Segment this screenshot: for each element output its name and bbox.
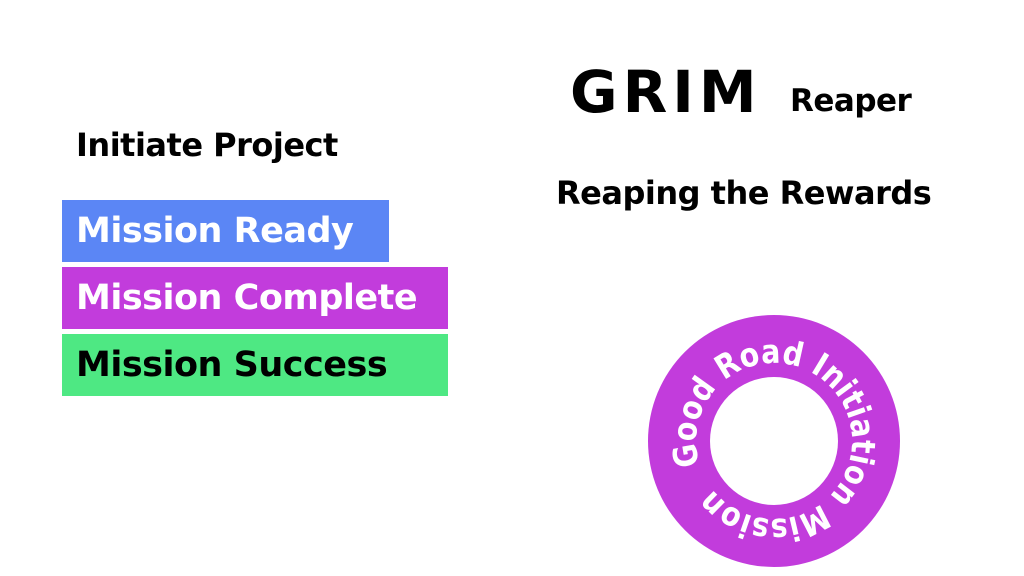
mission-success-label: Mission Success — [62, 334, 448, 396]
mission-ready-label: Mission Ready — [62, 200, 389, 262]
mission-complete-label: Mission Complete — [62, 267, 448, 329]
initiate-project-heading: Initiate Project — [76, 126, 338, 164]
badge-center — [710, 377, 838, 505]
title-reaper: Reaper — [790, 83, 912, 119]
title-grim: GRIM — [570, 58, 762, 126]
subtitle: Reaping the Rewards — [556, 174, 932, 212]
